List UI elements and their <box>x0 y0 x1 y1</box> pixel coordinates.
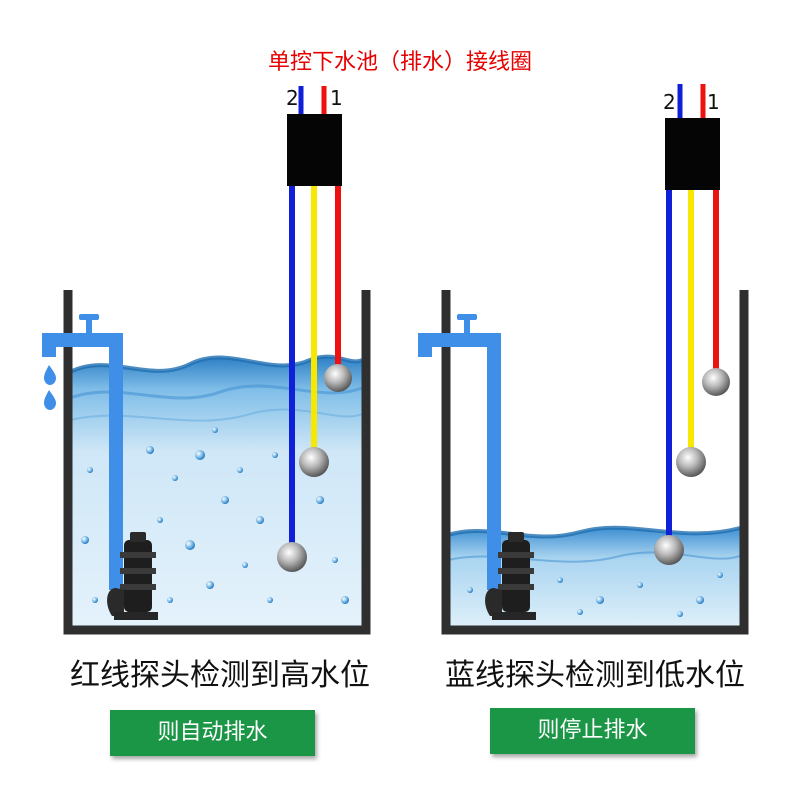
stop-drain-button[interactable]: 则停止排水 <box>490 708 695 754</box>
submersible-pump-icon <box>107 532 158 620</box>
right-wire-label-1: 1 <box>707 90 720 114</box>
left-caption: 红线探头检测到高水位 <box>70 658 370 693</box>
controller-box-icon <box>665 118 720 190</box>
auto-drain-button[interactable]: 则自动排水 <box>110 710 315 756</box>
faucet-icon <box>79 314 99 335</box>
right-panel <box>418 84 749 635</box>
right-wire-label-2: 2 <box>663 90 676 114</box>
level-probe-icon <box>654 368 730 565</box>
level-probe-icon <box>277 364 352 572</box>
left-wire-label-2: 2 <box>286 86 299 110</box>
controller-box-icon <box>287 114 342 186</box>
submersible-pump-icon <box>485 532 536 620</box>
left-wires <box>289 86 341 545</box>
right-caption: 蓝线探头检测到低水位 <box>445 658 745 693</box>
left-wire-label-1: 1 <box>330 86 343 110</box>
right-discharge-pipe <box>418 333 501 590</box>
water-drop-icon <box>44 365 56 410</box>
diagram-canvas <box>42 84 749 635</box>
left-panel <box>42 86 371 635</box>
diagram-title: 单控下水池（排水）接线圈 <box>267 50 532 75</box>
left-discharge-pipe <box>42 333 123 590</box>
right-wires <box>666 84 719 540</box>
faucet-icon <box>457 314 477 335</box>
right-bubbles <box>467 572 723 617</box>
right-tank <box>441 290 749 635</box>
left-tank <box>63 290 371 635</box>
